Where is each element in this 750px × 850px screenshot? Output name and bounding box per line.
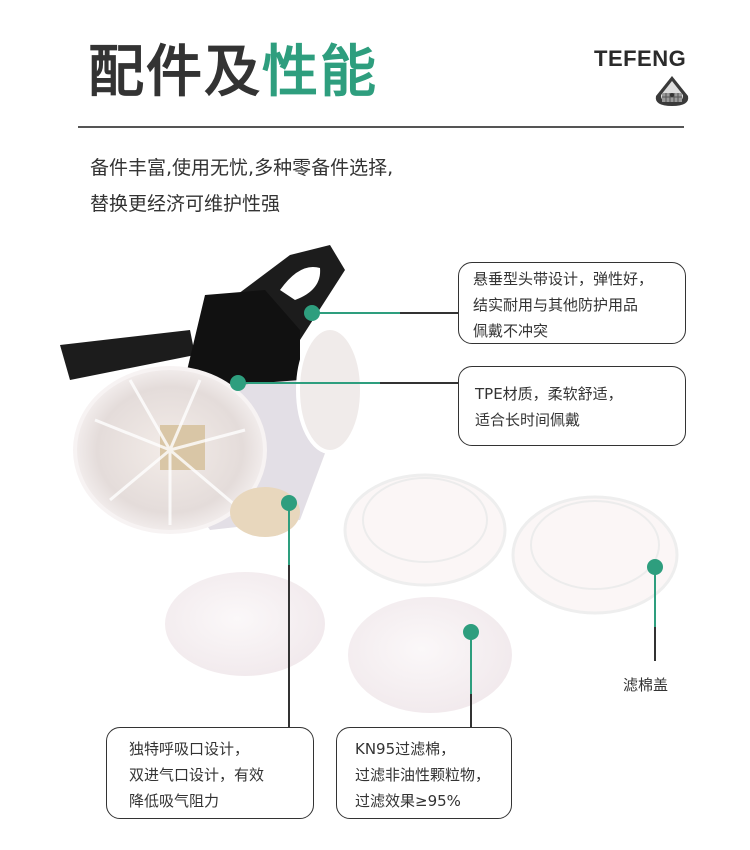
callout-text: 适合长时间佩戴 bbox=[475, 411, 581, 429]
callout-filter-line bbox=[470, 632, 472, 694]
callout-valve-line-dark bbox=[288, 565, 290, 727]
callout-headband-line-dark bbox=[400, 312, 458, 314]
callout-material-box: TPE材质，柔软舒适， 适合长时间佩戴 bbox=[458, 366, 686, 446]
callout-text: TPE材质，柔软舒适， bbox=[475, 385, 623, 403]
page-title: 配件及性能 bbox=[88, 38, 378, 108]
callout-text: 过滤效果≥95% bbox=[355, 792, 461, 810]
callout-headband-line bbox=[312, 312, 400, 314]
callout-valve-box: 独特呼吸口设计， 双进气口设计，有效 降低吸气阻力 bbox=[106, 727, 314, 819]
callout-cap-line bbox=[654, 567, 656, 627]
half-mask-icon bbox=[652, 74, 692, 108]
title-dark-part: 配件及 bbox=[88, 40, 262, 105]
callout-text: 双进气口设计，有效 bbox=[129, 766, 265, 784]
callout-cap-line-dark bbox=[654, 627, 656, 661]
callout-text: 降低吸气阻力 bbox=[129, 792, 220, 810]
callout-filter-box: KN95过滤棉， 过滤非油性颗粒物， 过滤效果≥95% bbox=[336, 727, 512, 819]
callout-valve-line bbox=[288, 503, 290, 565]
callout-text: 独特呼吸口设计， bbox=[129, 740, 250, 758]
callout-text: 悬垂型头带设计，弹性好， bbox=[473, 270, 654, 288]
brand-logo-text: TEFENG bbox=[594, 46, 687, 71]
header-divider bbox=[78, 126, 684, 128]
callout-text: 佩戴不冲突 bbox=[473, 322, 549, 340]
callout-text: 过滤非油性颗粒物， bbox=[355, 766, 491, 784]
callout-material-line bbox=[238, 382, 380, 384]
subtitle: 备件丰富,使用无忧,多种零备件选择, 替换更经济可维护性强 bbox=[90, 150, 393, 222]
title-green-part: 性能 bbox=[262, 40, 378, 105]
callout-cap-label: 滤棉盖 bbox=[623, 676, 669, 694]
subtitle-line-1: 备件丰富,使用无忧,多种零备件选择, bbox=[90, 157, 394, 179]
subtitle-line-2: 替换更经济可维护性强 bbox=[90, 193, 281, 215]
callout-filter-line-dark bbox=[470, 694, 472, 727]
callout-text: 结实耐用与其他防护用品 bbox=[473, 296, 639, 314]
callout-text: KN95过滤棉， bbox=[355, 740, 456, 758]
callout-headband-box: 悬垂型头带设计，弹性好， 结实耐用与其他防护用品 佩戴不冲突 bbox=[458, 262, 686, 344]
callout-material-line-dark bbox=[380, 382, 458, 384]
